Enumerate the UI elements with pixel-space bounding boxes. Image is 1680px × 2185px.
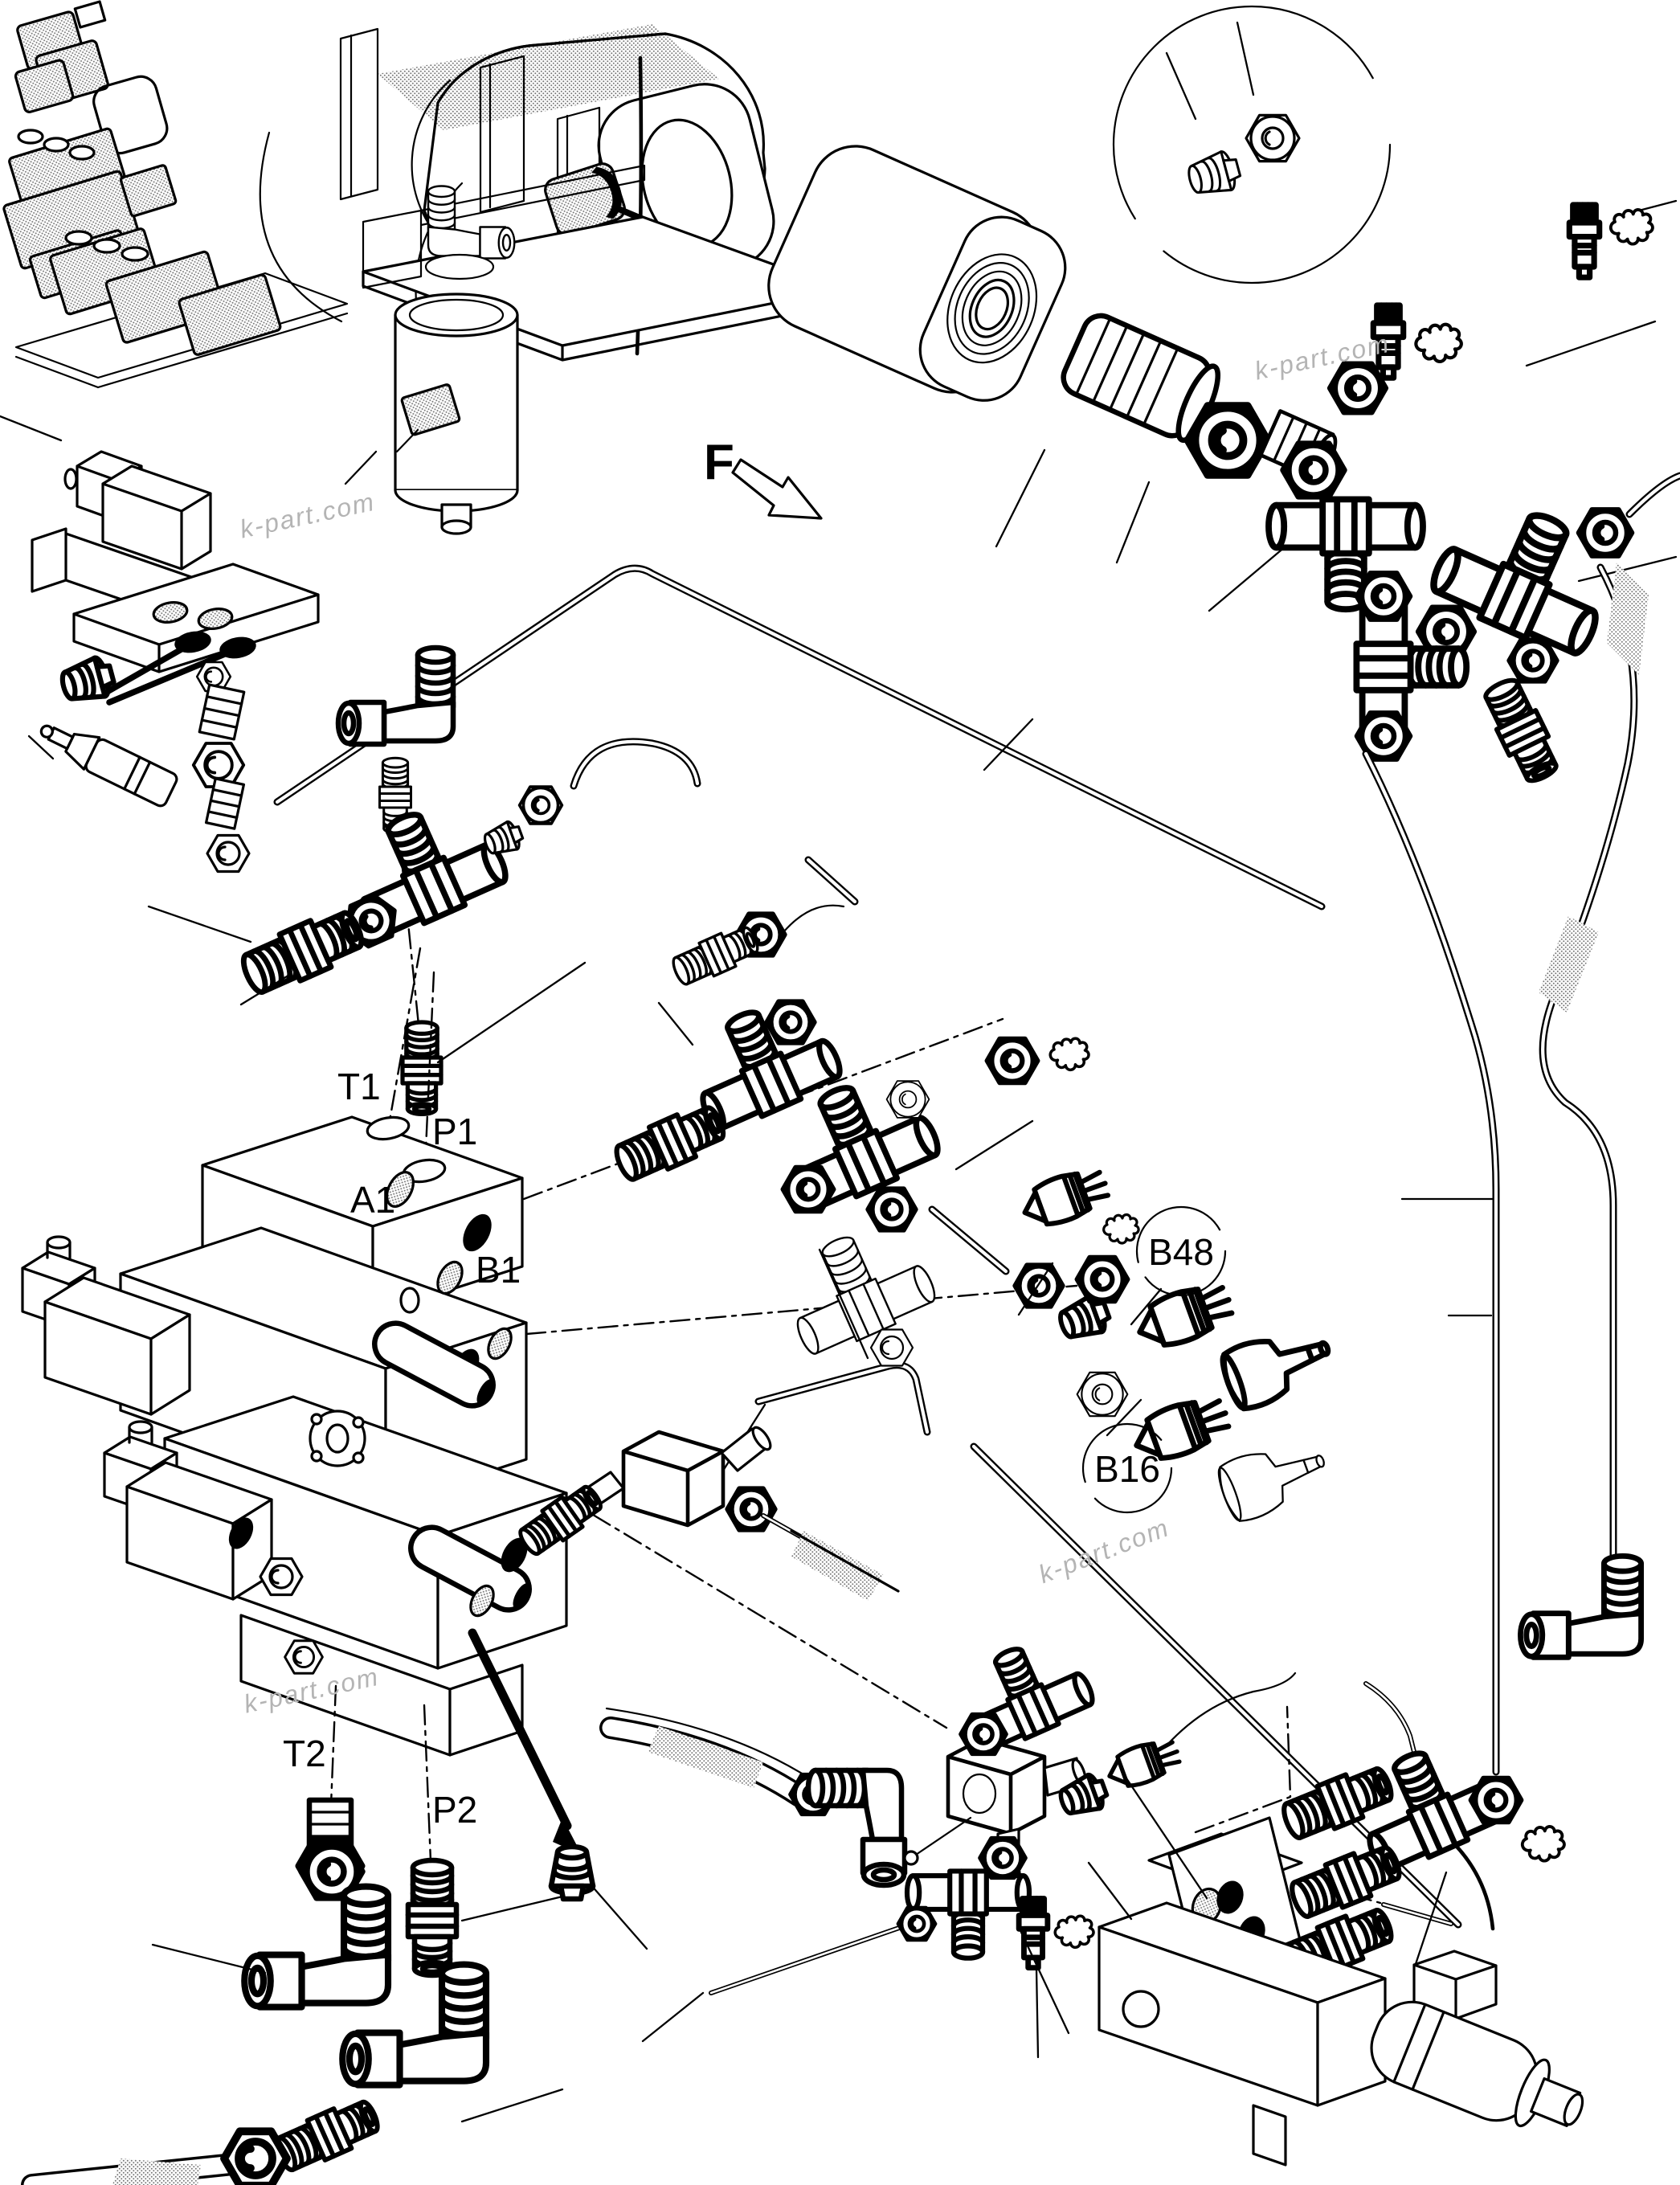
cap-nut [980,1839,1025,1878]
port-oval-shaded [152,601,189,624]
cap-nut [1509,640,1556,681]
port-b1-black [463,1213,492,1252]
label-f: F [704,435,734,490]
label-t2: T2 [283,1733,326,1774]
b16-sensor-group: B16 [1076,1371,1335,1527]
cap-nut [987,1039,1038,1082]
t1-p1-fitting-group [147,648,587,1168]
port-oval-black [1216,1880,1244,1914]
flange-face [309,1410,366,1467]
bottom-center-fittings [599,1626,1566,2059]
cap-nut [868,1189,915,1230]
bottom-left-fittings [21,1845,564,2185]
port-a1-shaded [385,1171,415,1208]
hex-nut [284,1639,324,1675]
male-adapter [1061,313,1221,444]
cap-nut [1579,509,1632,555]
label-p2: P2 [432,1789,477,1831]
label-p1: P1 [432,1111,477,1152]
adapter-nut [1077,1258,1128,1301]
cap-nut [1283,444,1344,497]
balloon-circle-b16 [1081,1422,1173,1514]
detail-balloon [1112,5,1392,284]
port-labels: T1 P1 A1 B1 T2 P2 [283,1066,521,1831]
direction-arrow-f: F [704,435,823,520]
hose-braid-shading [1607,563,1649,675]
cap-nut [1471,1778,1522,1822]
large-hex-nut [1188,406,1268,475]
filter-canister [394,293,519,535]
b48-sensor-group: B48 [987,1038,1339,1413]
cap-nut [766,1001,814,1042]
cap-nut [517,785,564,825]
bold-leader-arrow [468,1628,572,1831]
cap-nut [1245,113,1301,163]
left-valve-bank-gray [49,227,282,356]
cap-nut [727,1488,775,1529]
cartridge-valve [39,724,178,808]
hose-braid-shading [1539,916,1599,1013]
plug [551,1847,593,1899]
balloon-circle [1112,5,1392,284]
label-a1: A1 [350,1179,395,1221]
label-b48: B48 [1148,1231,1214,1273]
cap-nut [1330,364,1385,412]
cap-nut [1357,573,1410,619]
cap-nut [783,1168,834,1211]
mid-fitting-cluster [611,904,1113,1472]
solenoid-valve-base [1098,1901,1584,2167]
bottom-right-valve-assembly [1057,1556,1641,2167]
p2-union-nipple [408,1860,456,1975]
spool-cylinder [372,1320,496,1409]
t2-stud-fitting [298,1797,362,1893]
main-valve-manifold [21,1017,1078,1855]
union-nipple [403,1022,441,1114]
right-fitting-column [1208,199,1678,1317]
test-point-coupling [1569,205,1599,277]
t2-p2-fitting-group [298,1684,648,1975]
hex-nut [206,833,251,874]
cap-nut [961,1715,1006,1754]
pressure-valve-left [27,450,320,874]
balloon-circle-b48 [1135,1205,1227,1297]
inline-block-fitting [515,1426,900,1601]
hex-nut [259,1557,304,1597]
label-b1: B1 [476,1249,521,1291]
view-arrow-outline [731,458,823,520]
hose-end-nut [224,2131,287,2185]
tube-nut [898,1908,935,1940]
hoses-and-tubes [273,472,1680,1931]
label-t1: T1 [337,1066,381,1107]
port-oval-shaded [197,608,234,630]
spool-cylinder [408,1524,532,1613]
label-b16: B16 [1094,1448,1160,1490]
upper-machine-assembly [49,24,844,535]
port-t1 [366,1115,411,1141]
